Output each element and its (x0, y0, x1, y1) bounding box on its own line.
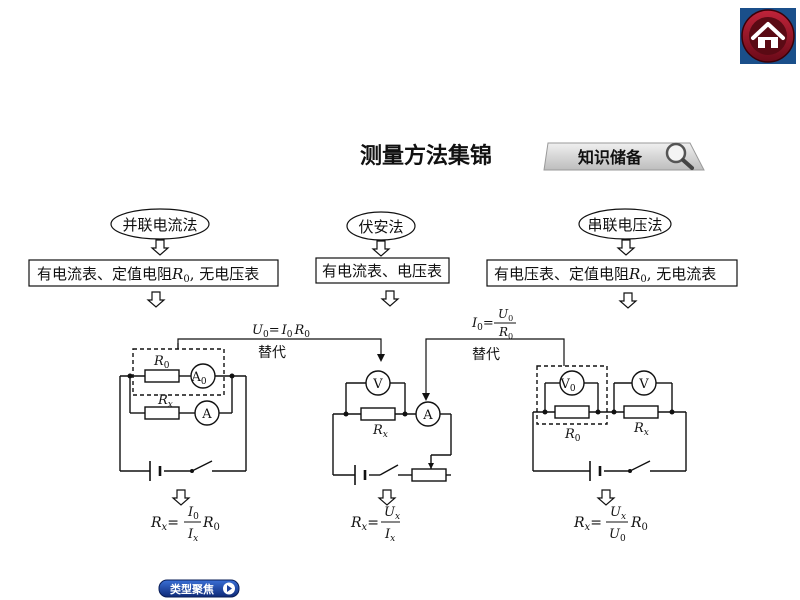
method-middle-name: 伏安法 (358, 218, 403, 236)
method-right-condition: 有电压表、定值电阻R0, 无电流表 (494, 265, 716, 285)
arrow-down-icon (151, 239, 169, 256)
svg-text:Ux: Ux (610, 505, 626, 522)
svg-text:Rx=: Rx= (350, 515, 379, 533)
link-right-label: 替代 (472, 347, 500, 363)
method-left-name: 并联电流法 (122, 216, 197, 234)
ammeter-a0 (190, 363, 216, 389)
formula-middle: Rx= Ux Ix (350, 505, 400, 544)
magnifier-icon (665, 142, 694, 170)
svg-text:A: A (201, 407, 212, 422)
voltmeter (365, 370, 391, 396)
formula-right: Rx= Ux U0 R0 (573, 505, 648, 544)
resistor-rx (144, 406, 180, 420)
r0-label-left: R0 (153, 354, 170, 371)
svg-text:R0: R0 (202, 515, 220, 533)
svg-text:I0: I0 (187, 505, 199, 522)
link-left-label: 替代 (258, 345, 286, 361)
rx-label-left: Rx (157, 393, 173, 410)
link-right-formula-lhs: I0= (471, 316, 494, 333)
resistor-rx (623, 405, 659, 419)
badge-label: 知识储备 (578, 148, 643, 167)
resistor-rx (360, 407, 396, 421)
arrow-down-icon (172, 489, 190, 506)
ammeter (415, 401, 441, 427)
svg-text:V0: V0 (559, 377, 575, 394)
method-middle-condition: 有电流表、电压表 (322, 262, 442, 280)
type-focus-label: 类型聚焦 (170, 582, 214, 596)
type-focus-button[interactable]: 类型聚焦 (158, 579, 240, 598)
arrow-down-icon (381, 290, 399, 307)
link-right-to-middle: I0= U0 R0 替代 (422, 307, 565, 401)
svg-text:U0: U0 (498, 307, 513, 323)
voltmeter-v (631, 370, 657, 396)
resistor-r0 (144, 369, 180, 383)
svg-text:R0: R0 (630, 515, 648, 533)
home-icon (751, 22, 785, 48)
svg-text:Ix: Ix (384, 527, 395, 544)
play-icon (223, 582, 235, 595)
arrow-down-icon (372, 240, 390, 257)
method-left-condition: 有电流表、定值电阻R0, 无电压表 (37, 265, 259, 285)
circuit-left (119, 343, 247, 481)
svg-text:V: V (638, 377, 649, 392)
method-middle: 伏安法 有电流表、电压表 V (315, 211, 452, 544)
svg-text:Ix: Ix (187, 527, 198, 544)
rx-label-right: Rx (633, 421, 649, 438)
voltmeter-v0 (559, 370, 585, 396)
arrow-down-icon (147, 291, 165, 308)
svg-text:R0: R0 (498, 325, 513, 341)
arrow-down-icon (378, 489, 396, 506)
r0-label-right: R0 (564, 427, 581, 444)
method-right-name: 串联电压法 (587, 216, 662, 234)
formula-left: Rx= I0 Ix R0 (150, 505, 220, 544)
svg-text:Ux: Ux (384, 505, 400, 522)
arrow-down-icon (619, 292, 637, 309)
arrow-down-icon (617, 239, 635, 256)
rx-label-middle: Rx (372, 423, 388, 440)
svg-text:Rx=: Rx= (573, 515, 602, 533)
home-button[interactable] (740, 8, 796, 64)
ammeter-a (194, 400, 220, 426)
method-left: 并联电流法 有电流表、定值电阻R0, 无电压表 (28, 208, 279, 544)
svg-text:V: V (372, 377, 383, 392)
svg-text:A0: A0 (190, 370, 206, 387)
svg-text:U0: U0 (609, 527, 626, 544)
resistor-r0 (554, 405, 590, 419)
page-title: 测量方法集锦 (360, 143, 492, 169)
arrow-down-icon (597, 489, 615, 506)
svg-text:A: A (422, 408, 433, 423)
circuit-right (532, 365, 687, 481)
svg-text:Rx=: Rx= (150, 515, 179, 533)
rheostat (411, 468, 447, 482)
method-right: 串联电压法 有电压表、定值电阻R0, 无电流表 (486, 208, 738, 544)
knowledge-badge: 知识储备 (543, 142, 705, 171)
